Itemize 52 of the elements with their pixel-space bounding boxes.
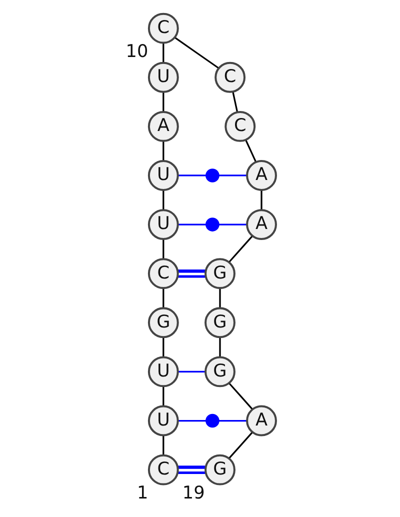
node-circle: U — [147, 160, 178, 191]
node-circle: C — [214, 62, 246, 93]
node-label: 19 — [182, 483, 204, 504]
node-circle: G — [204, 356, 235, 388]
connector — [177, 370, 205, 373]
node-circle: G — [204, 258, 235, 290]
node-circle: A — [246, 209, 276, 240]
connector — [177, 269, 205, 278]
connector — [228, 432, 252, 459]
connector — [218, 224, 246, 226]
connector — [218, 174, 246, 176]
connector — [162, 141, 164, 162]
node-circle: G — [204, 307, 235, 338]
connector — [177, 420, 206, 422]
connector — [162, 386, 164, 406]
connector — [177, 174, 206, 176]
node-circle: G — [204, 454, 235, 486]
node-circle: C — [224, 110, 256, 142]
connector — [218, 288, 220, 308]
connector — [162, 288, 164, 308]
node-circle: U — [147, 405, 178, 436]
node-circle — [205, 168, 219, 182]
node-label: 1 — [136, 483, 148, 504]
node-circle: C — [147, 12, 178, 44]
connector — [177, 466, 205, 474]
node-circle: A — [147, 110, 178, 142]
node-circle: C — [147, 454, 178, 486]
connector — [162, 435, 164, 456]
node-circle: U — [147, 62, 178, 93]
connector — [232, 92, 238, 112]
connector — [174, 36, 218, 69]
connector — [162, 92, 164, 112]
node-circle — [205, 218, 219, 232]
connector — [162, 190, 164, 210]
connector — [228, 382, 252, 410]
node-label: 10 — [125, 42, 148, 62]
connector — [218, 337, 220, 358]
connector — [218, 420, 246, 422]
node-circle: U — [147, 356, 178, 388]
connector — [177, 224, 206, 226]
node-circle: A — [246, 160, 276, 191]
node-circle: G — [147, 307, 178, 338]
node-circle — [205, 414, 219, 428]
node-circle: C — [147, 258, 178, 290]
connector — [162, 337, 164, 358]
connector — [228, 236, 252, 263]
connector — [244, 140, 256, 162]
connector — [260, 190, 262, 210]
connector — [162, 239, 164, 260]
node-circle: U — [147, 209, 178, 240]
node-circle: A — [246, 405, 276, 436]
connector — [162, 42, 164, 63]
